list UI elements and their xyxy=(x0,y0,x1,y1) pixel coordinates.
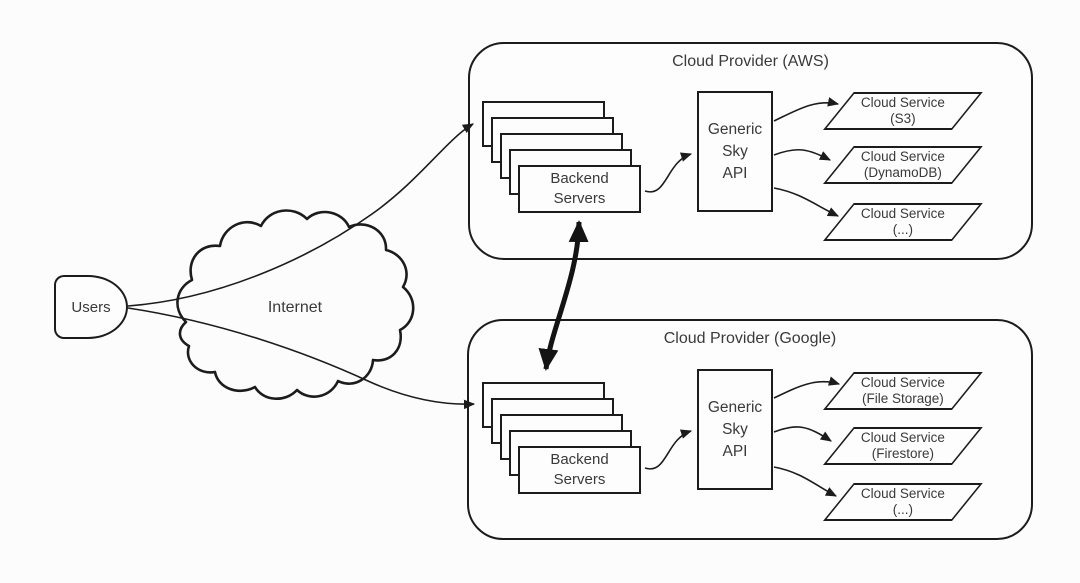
users-box: Users xyxy=(54,275,128,339)
backend-servers-label-line1: Backend xyxy=(550,451,609,468)
cloud-service-sublabel: (Firestore) xyxy=(871,446,935,461)
cloud-service-sublabel: (DynamoDB) xyxy=(863,165,942,180)
cloud-service-s3: Cloud Service (S3) xyxy=(823,92,983,130)
provider-box-aws: Cloud Provider (AWS) Backend Servers Gen… xyxy=(468,42,1033,260)
api-label-line3: API xyxy=(722,442,748,460)
cloud-service-label: Cloud Service xyxy=(860,374,945,390)
cloud-service-sublabel: (...) xyxy=(892,502,914,517)
internet-to-google-arrow xyxy=(127,307,476,410)
cloud-service-label: Cloud Service xyxy=(860,429,945,445)
cloud-service-label: Cloud Service xyxy=(860,205,945,221)
backend-servers-front-card: Backend Servers xyxy=(518,446,641,494)
internet-label: Internet xyxy=(267,299,323,316)
api-label-line2: Sky xyxy=(722,420,748,438)
cloud-service-other-aws: Cloud Service (...) xyxy=(823,203,983,241)
cloud-service-other-google: Cloud Service (...) xyxy=(823,483,983,521)
provider-title-aws: Cloud Provider (AWS) xyxy=(672,53,829,70)
cloud-service-label: Cloud Service xyxy=(860,148,945,164)
backend-servers-label-line2: Servers xyxy=(553,471,606,488)
generic-sky-api-box-google: Generic Sky API xyxy=(697,369,773,490)
api-label-line1: Generic xyxy=(707,120,763,138)
backend-servers-front-card: Backend Servers xyxy=(518,165,641,213)
backend-servers-label-line2: Servers xyxy=(553,190,606,207)
cloud-service-file-storage: Cloud Service (File Storage) xyxy=(823,372,983,410)
cloud-service-firestore: Cloud Service (Firestore) xyxy=(823,427,983,465)
cloud-service-label: Cloud Service xyxy=(860,485,945,501)
cloud-service-label: Cloud Service xyxy=(860,94,945,110)
internet-to-aws-arrow xyxy=(127,123,474,307)
backend-servers-label-line1: Backend xyxy=(550,170,609,187)
cloud-service-dynamodb: Cloud Service (DynamoDB) xyxy=(823,146,983,184)
api-label-line2: Sky xyxy=(722,142,748,160)
cloud-service-sublabel: (S3) xyxy=(890,111,916,126)
api-label-line3: API xyxy=(722,164,748,182)
cloud-service-sublabel: (...) xyxy=(892,222,914,237)
generic-sky-api-box-aws: Generic Sky API xyxy=(697,91,773,212)
provider-box-google: Cloud Provider (Google) Backend Servers … xyxy=(467,319,1033,540)
api-label-line1: Generic xyxy=(707,398,763,416)
users-label: Users xyxy=(71,298,111,316)
provider-title-google: Cloud Provider (Google) xyxy=(663,330,837,347)
cloud-service-sublabel: (File Storage) xyxy=(861,391,944,406)
